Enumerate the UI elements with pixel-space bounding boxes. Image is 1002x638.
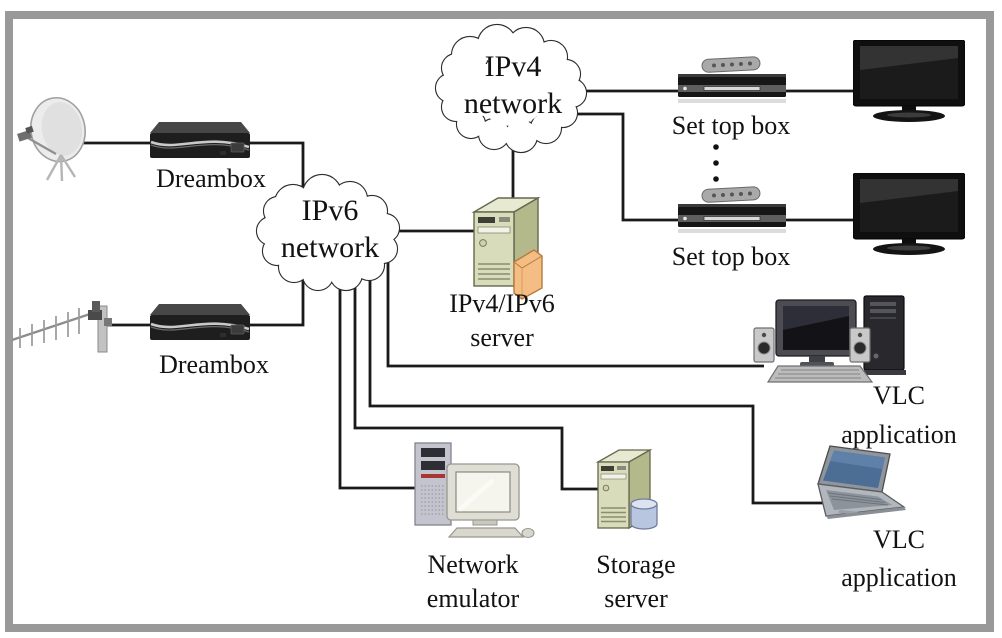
ipv6-network-label: IPv6 network xyxy=(280,194,380,264)
wire-ipv6-network-to-vlc-desktop xyxy=(386,260,764,368)
network-emulator-label: Network emulator xyxy=(426,550,520,613)
server-tower-database-icon xyxy=(592,438,672,543)
vlc-laptop-label: VLC application xyxy=(841,525,957,592)
dreambox-top-label: Dreambox xyxy=(156,164,266,193)
dreambox-receiver-icon xyxy=(146,300,254,349)
ipv4-network-label: IPv4 network xyxy=(463,50,563,120)
dreambox-receiver-icon xyxy=(146,118,254,167)
vlc-desktop-label: VLC application xyxy=(841,381,957,449)
vertical-ellipsis-icon xyxy=(711,142,721,191)
ipv4-cloud-icon xyxy=(434,23,588,154)
wire-ipv6-network-to-network-emulator xyxy=(338,272,420,490)
server-tower-folder-icon xyxy=(466,186,556,306)
set-top-box-icon xyxy=(676,185,788,240)
ipv4-ipv6-server-label: IPv4/IPv6 server xyxy=(449,289,555,352)
desktop-computer-crt-icon xyxy=(395,438,535,548)
wire-ipv6-network-to-storage-server xyxy=(353,275,602,491)
wire-ipv4-network-to-set-top-box-bottom xyxy=(564,112,686,222)
set-top-box-bottom-label: Set top box xyxy=(671,242,791,271)
wire-ipv6-network-to-vlc-laptop xyxy=(368,270,826,505)
figure-border-frame xyxy=(5,11,994,632)
laptop-icon xyxy=(806,444,912,527)
desktop-pc-speakers-icon xyxy=(748,290,910,391)
set-top-box-icon xyxy=(676,55,788,110)
dreambox-bottom-label: Dreambox xyxy=(159,350,269,379)
storage-server-label: Storage server xyxy=(596,550,676,613)
set-top-box-top-label: Set top box xyxy=(671,111,791,140)
wire-layer xyxy=(66,89,862,505)
wire-dreambox-top-to-ipv6-network xyxy=(250,141,305,200)
ipv6-cloud-icon xyxy=(255,173,401,292)
tv-icon xyxy=(852,39,966,130)
wire-dreambox-bottom-to-ipv6-network xyxy=(250,263,305,327)
satellite-dish-icon xyxy=(16,92,96,189)
tv-icon xyxy=(852,172,966,263)
yagi-antenna-icon xyxy=(8,292,120,361)
